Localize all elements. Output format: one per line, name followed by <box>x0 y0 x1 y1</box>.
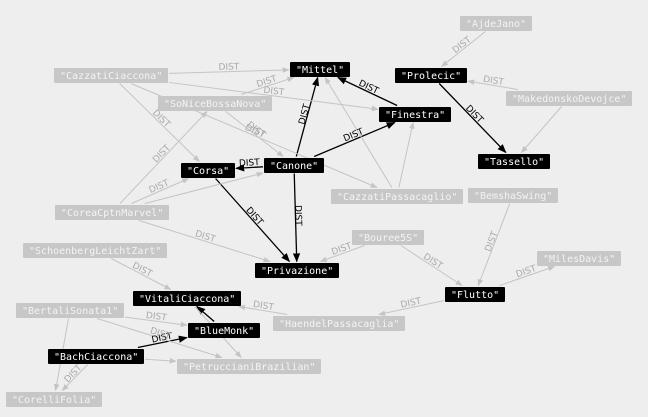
edge-bertali-to-petrucciani <box>97 318 223 359</box>
edge-coreacptn-to-sonice <box>119 110 208 204</box>
edge-cazzaticiaccona-to-finestra <box>168 81 379 112</box>
node-sonice[interactable]: "SoNiceBossaNova" <box>158 95 273 111</box>
edge-cazzatipassacaglio-to-finestra <box>398 121 415 188</box>
edge-canone-to-mittel <box>295 76 320 157</box>
edge-label: DIST <box>463 104 485 126</box>
node-cazzatipassacaglio[interactable]: "CazzatiPassacaglio" <box>331 188 464 204</box>
node-bemsha[interactable]: "BemshaSwing" <box>468 187 559 203</box>
edge-cazzatipassacaglio-to-mittel <box>324 76 393 188</box>
edge-label: DIST <box>330 241 353 258</box>
node-bertali[interactable]: "BertaliSonata1" <box>16 302 125 318</box>
edge-label: DIST <box>130 261 154 280</box>
edge-label: DIST <box>243 206 265 229</box>
node-tassello[interactable]: "Tassello" <box>478 153 551 169</box>
edge-label: DIST <box>482 75 505 88</box>
edge-canone-to-corsa <box>235 164 264 172</box>
node-cazzaticiaccona[interactable]: "CazzatiCiaccona" <box>54 67 169 83</box>
node-ajdejano[interactable]: "AjdeJano" <box>460 15 533 31</box>
node-privazione[interactable]: "Privazione" <box>255 262 340 278</box>
edge-label: DIST <box>421 252 444 272</box>
node-milesdavis[interactable]: "MilesDavis" <box>537 250 622 266</box>
edge-ajdejano-to-prolecic <box>441 31 486 67</box>
node-makedonsko[interactable]: "MakedonskoDevojce" <box>506 90 633 106</box>
node-coreacptn[interactable]: "CoreaCptnMarvel" <box>55 204 170 220</box>
edge-label: DIST <box>151 143 173 165</box>
edge-prolecic-to-tassello <box>438 83 507 154</box>
edge-label: DIST <box>263 86 285 99</box>
node-vitaliciaccona[interactable]: "VitaliCiaccona" <box>133 290 242 306</box>
node-haendel[interactable]: "HaendelPassacaglia" <box>273 315 406 331</box>
node-bluemonk[interactable]: "BlueMonk" <box>188 322 261 338</box>
edge-bachciaccona-to-bluemonk <box>137 335 188 349</box>
edge-label: DIST <box>357 79 381 97</box>
edge-label: DIST <box>400 296 423 310</box>
edge-makedonsko-to-prolecic <box>467 79 519 90</box>
edge-bluemonk-to-vitaliciaccona <box>196 305 215 322</box>
edge-label: DIST <box>239 158 261 169</box>
edge-bouree-to-flutto <box>400 245 463 286</box>
edge-label: DIST <box>451 35 474 56</box>
edge-flutto-to-haendel <box>378 300 445 316</box>
node-mittel[interactable]: "Mittel" <box>290 61 351 77</box>
node-flutto[interactable]: "Flutto" <box>445 286 506 302</box>
node-canone[interactable]: "Canone" <box>264 157 325 173</box>
edge-label: DIST <box>194 229 217 245</box>
edge-finestra-to-mittel <box>337 76 398 107</box>
edge-canone-to-privazione <box>292 173 301 263</box>
node-bachciaccona[interactable]: "BachCiaccona" <box>48 348 145 364</box>
edge-label: DIST <box>298 103 313 126</box>
node-petrucciani[interactable]: "PetruccianiBrazilian" <box>177 358 322 374</box>
edge-makedonsko-to-tassello <box>520 106 562 154</box>
node-finestra[interactable]: "Finestra" <box>379 106 452 122</box>
edge-cazzaticiaccona-to-mittel <box>168 67 290 74</box>
edge-label: DIST <box>148 178 172 196</box>
edge-schoenberg-to-vitaliciaccona <box>111 258 172 290</box>
edge-label: DIST <box>292 205 303 227</box>
edge-bertali-to-bluemonk <box>124 316 188 328</box>
node-corelli[interactable]: "CorelliFolia" <box>6 391 103 407</box>
edge-sonice-to-mittel <box>241 76 295 95</box>
edge-label: DIST <box>150 108 172 130</box>
edge-label: DIST <box>218 62 240 73</box>
edge-label: DIST <box>342 127 366 144</box>
node-bouree[interactable]: "Bouree5S" <box>352 229 425 245</box>
edge-bemsha-to-flutto <box>477 203 511 287</box>
edge-sonice-to-canone <box>225 111 284 157</box>
node-prolecic[interactable]: "Prolecic" <box>395 67 468 83</box>
edge-flutto-to-milesdavis <box>499 265 556 286</box>
edge-label: DIST <box>244 120 267 141</box>
edge-label: DIST <box>63 363 85 385</box>
node-schoenberg[interactable]: "SchoenbergLeichtZart" <box>23 242 168 258</box>
edge-label: DIST <box>252 300 275 313</box>
edge-label: DIST <box>145 311 167 324</box>
edge-coreacptn-to-canone <box>144 171 264 204</box>
edge-label: DIST <box>515 264 538 280</box>
edge-corsa-to-privazione <box>215 178 291 263</box>
edge-label: DIST <box>151 331 174 345</box>
edge-cazzaticiaccona-to-corsa <box>119 83 200 162</box>
edge-coreacptn-to-corsa <box>131 178 190 204</box>
edge-haendel-to-vitaliciaccona <box>237 304 288 315</box>
edge-coreacptn-to-privazione <box>138 220 271 263</box>
edge-bachciaccona-to-corelli <box>61 364 89 392</box>
edge-canone-to-finestra <box>313 121 396 158</box>
edge-bouree-to-privazione <box>319 245 365 262</box>
edge-bachciaccona-to-petrucciani <box>144 358 177 364</box>
edge-label: DIST <box>484 230 501 253</box>
node-corsa[interactable]: "Corsa" <box>181 162 236 178</box>
